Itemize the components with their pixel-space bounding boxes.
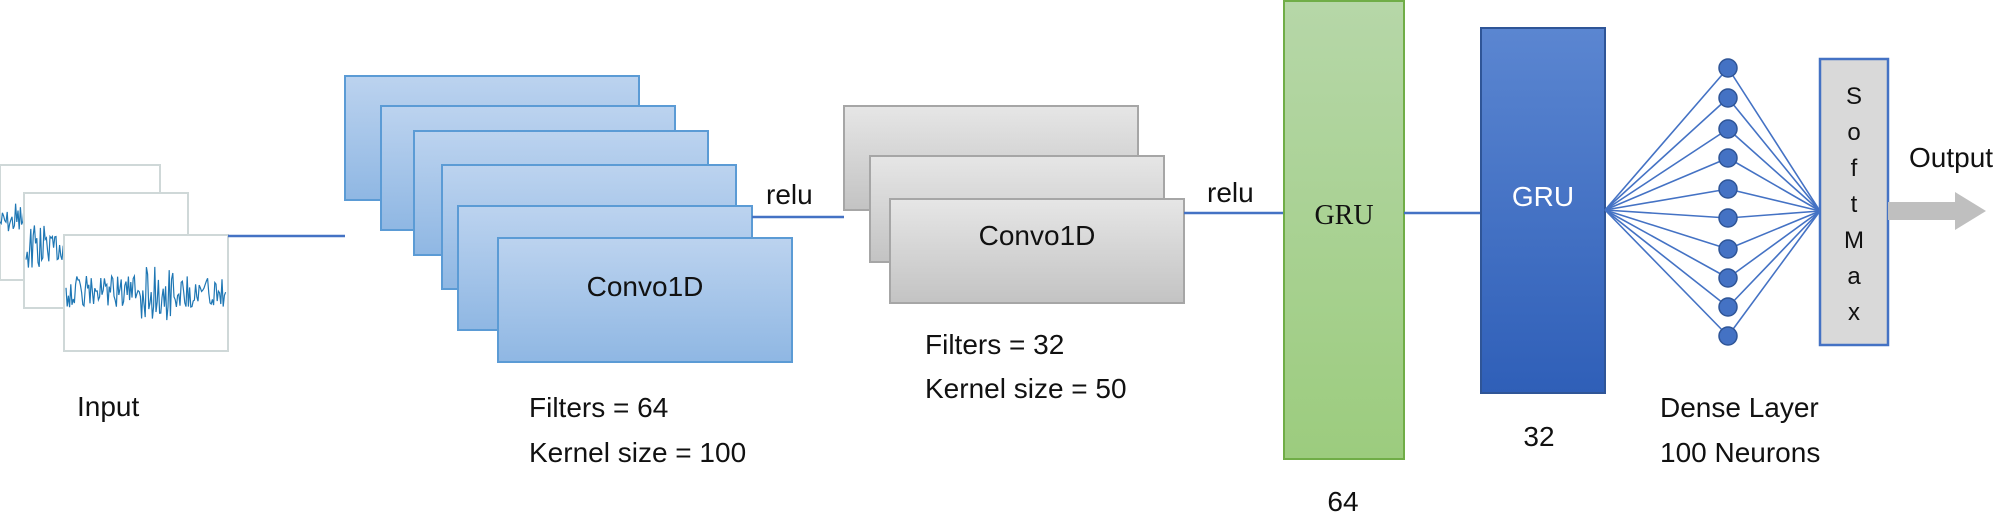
conv1d-block-2: Convo1D xyxy=(843,105,1185,304)
dense-neuron-node xyxy=(1718,268,1738,288)
dense-connection-line xyxy=(1727,157,1821,212)
relu-label-1: relu xyxy=(766,179,813,210)
input-signal-waveform xyxy=(65,266,227,321)
input-signal-waveform xyxy=(25,225,64,268)
softmax-letter: x xyxy=(1848,299,1860,326)
conv1-filters-text: Filters = 64 xyxy=(529,392,668,423)
dense-connection-line xyxy=(1604,67,1729,211)
conv1-label: Convo1D xyxy=(587,271,704,302)
dense-connection-line xyxy=(1727,210,1821,250)
conv1-filter-map xyxy=(497,237,793,363)
dense-connection-line xyxy=(1727,97,1821,212)
dense-connection-line xyxy=(1727,210,1821,308)
output-label: Output xyxy=(1909,142,1993,173)
dense-connection-line xyxy=(1604,128,1729,211)
dense-neuron-node xyxy=(1718,58,1738,78)
dense-connection-line xyxy=(1604,209,1729,308)
dense-neuron-node xyxy=(1718,179,1738,199)
softmax-letter: a xyxy=(1847,263,1861,290)
dense-connection-line xyxy=(1727,128,1821,212)
softmax-letter: o xyxy=(1847,119,1860,146)
softmax-letter: S xyxy=(1846,83,1862,110)
dense-connection-line xyxy=(1604,157,1729,211)
gru-32-label: GRU xyxy=(1512,181,1574,212)
gru-layer-64 xyxy=(1283,0,1405,460)
dense-connection-line xyxy=(1604,209,1729,337)
conv2-kernel-text: Kernel size = 50 xyxy=(925,373,1127,404)
gru-64-label: GRU xyxy=(1314,200,1373,231)
dense-neuron-node xyxy=(1718,208,1738,228)
softmax-letter: M xyxy=(1844,227,1864,254)
dense-connection-line xyxy=(1727,67,1821,212)
dense-layer-neurons-text: 100 Neurons xyxy=(1660,437,1820,468)
dense-layer-neurons xyxy=(1718,58,1738,346)
dense-layer-connections xyxy=(1604,67,1821,337)
input-signal-stack xyxy=(0,164,229,352)
gru-32-units-text: 32 xyxy=(1523,421,1554,452)
conv2-filter-map xyxy=(889,198,1185,304)
dense-connection-line xyxy=(1727,188,1821,212)
dense-connection-line xyxy=(1727,210,1821,279)
gru-64-units-text: 64 xyxy=(1327,486,1358,514)
relu-label-2: relu xyxy=(1207,177,1254,208)
dense-connection-line xyxy=(1727,210,1821,337)
conv1-kernel-text: Kernel size = 100 xyxy=(529,437,746,468)
input-label: Input xyxy=(77,391,139,422)
dense-neuron-node xyxy=(1718,148,1738,168)
dense-neuron-node xyxy=(1718,119,1738,139)
dense-neuron-node xyxy=(1718,297,1738,317)
dense-connection-line xyxy=(1604,209,1729,279)
conv2-label: Convo1D xyxy=(979,220,1096,251)
conv2-filters-text: Filters = 32 xyxy=(925,329,1064,360)
dense-neuron-node xyxy=(1718,326,1738,346)
dense-layer-title: Dense Layer xyxy=(1660,392,1819,423)
softmax-letter: t xyxy=(1851,191,1858,218)
dense-connection-line xyxy=(1604,97,1729,211)
softmax-letter: f xyxy=(1851,155,1858,182)
dense-connection-line xyxy=(1727,210,1821,219)
dense-neuron-node xyxy=(1718,88,1738,108)
dense-neuron-node xyxy=(1718,239,1738,259)
gru-layer-32 xyxy=(1480,27,1606,394)
output-arrow-icon xyxy=(1888,192,1986,230)
dense-connection-line xyxy=(1604,209,1729,250)
dense-connection-line xyxy=(1604,188,1729,211)
dense-connection-line xyxy=(1604,209,1729,219)
input-signal-waveform xyxy=(0,203,25,232)
conv1d-block-1: Convo1D xyxy=(344,75,793,363)
